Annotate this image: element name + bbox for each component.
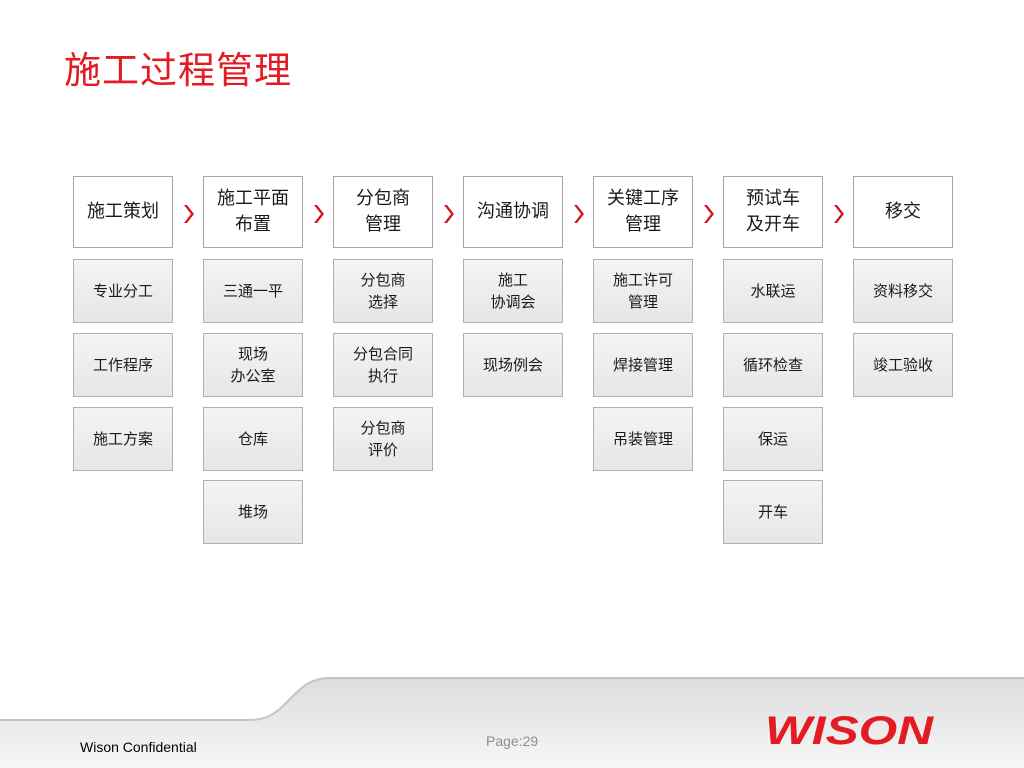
step-item-label: 三通一平 [222,282,283,300]
step-item: 堆场 [203,480,303,544]
step-item-label: 施工许可 管理 [612,271,673,311]
step-item: 工作程序 [73,333,173,397]
step-item-label: 堆场 [237,503,268,521]
step-item: 分包商 评价 [333,407,433,471]
chevron-right-icon [704,205,714,223]
step-item-label: 分包商 评价 [360,419,406,459]
step-item-label: 水联运 [750,282,796,300]
step-item-label: 现场 办公室 [230,345,276,385]
step-header-label: 沟通协调 [477,201,549,222]
step-header-label: 分包商 管理 [356,188,410,235]
chevron-right-icon [574,205,584,223]
step-item: 资料移交 [853,259,953,323]
wison-logo: WISON [765,710,934,750]
step-header: 关键工序 管理 [593,176,693,248]
step-item: 现场例会 [463,333,563,397]
step-header-label: 移交 [885,201,921,222]
step-item-label: 专业分工 [92,282,153,300]
step-item-label: 竣工验收 [872,356,933,374]
step-item: 焊接管理 [593,333,693,397]
confidential-label: Wison Confidential [80,739,197,755]
step-header-label: 施工平面 布置 [217,188,289,235]
step-header: 施工策划 [73,176,173,248]
step-item-label: 施工 协调会 [490,271,536,311]
step-item: 施工方案 [73,407,173,471]
footer-swoosh [0,677,1024,768]
step-header: 移交 [853,176,953,248]
step-item-label: 焊接管理 [612,356,673,374]
step-item: 专业分工 [73,259,173,323]
step-item-label: 分包商 选择 [360,271,406,311]
page-title: 施工过程管理 [64,49,292,92]
step-item-label: 分包合同 执行 [352,345,413,385]
step-header: 预试车 及开车 [723,176,823,248]
chevron-right-icon [444,205,454,223]
step-item-label: 吊装管理 [612,430,673,448]
step-item: 仓库 [203,407,303,471]
step-header-label: 施工策划 [87,201,159,222]
chevron-right-icon [314,205,324,223]
step-header: 施工平面 布置 [203,176,303,248]
step-item: 施工 协调会 [463,259,563,323]
step-item: 竣工验收 [853,333,953,397]
step-item: 施工许可 管理 [593,259,693,323]
step-header-label: 预试车 及开车 [746,188,800,235]
step-item: 现场 办公室 [203,333,303,397]
step-item-label: 开车 [757,503,788,521]
step-item: 保运 [723,407,823,471]
step-header-label: 关键工序 管理 [607,188,679,235]
step-item: 吊装管理 [593,407,693,471]
step-item-label: 仓库 [237,430,268,448]
step-item-label: 现场例会 [482,356,543,374]
page-number: Page:29 [486,733,539,749]
step-item: 三通一平 [203,259,303,323]
step-header: 沟通协调 [463,176,563,248]
step-item-label: 循环检查 [742,356,803,374]
step-item: 循环检查 [723,333,823,397]
step-item-label: 施工方案 [92,430,153,448]
step-item: 开车 [723,480,823,544]
step-item-label: 工作程序 [92,356,153,374]
step-item-label: 保运 [757,430,788,448]
step-item: 分包合同 执行 [333,333,433,397]
step-item: 水联运 [723,259,823,323]
chevron-right-icon [184,205,194,223]
svg-text:WISON: WISON [765,710,934,750]
step-item-label: 资料移交 [872,282,933,300]
step-item: 分包商 选择 [333,259,433,323]
chevron-right-icon [834,205,844,223]
step-header: 分包商 管理 [333,176,433,248]
